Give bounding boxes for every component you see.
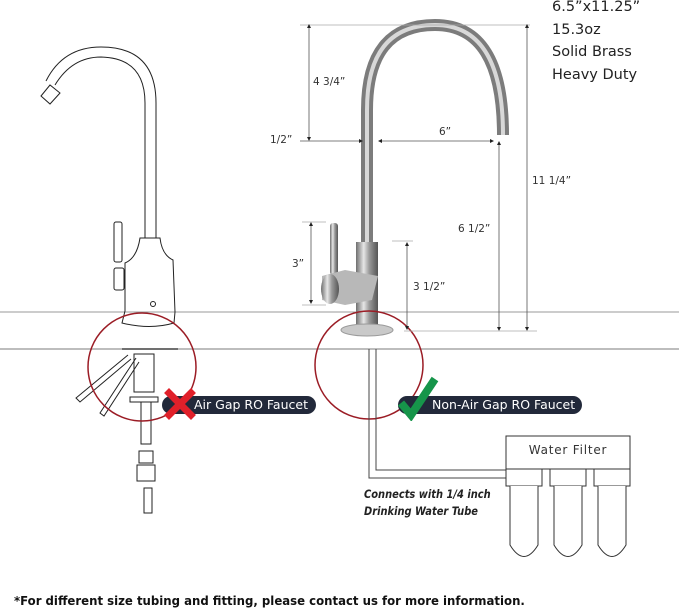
check-icon bbox=[397, 376, 439, 421]
tube-note-line2: Drinking Water Tube bbox=[364, 504, 479, 518]
air-gap-label: Air Gap RO Faucet bbox=[162, 396, 316, 414]
countertop-lines bbox=[0, 311, 679, 350]
non-air-gap-faucet-image bbox=[321, 18, 509, 337]
drinking-water-tube bbox=[368, 349, 506, 479]
spec-size: 6.5”x11.25” bbox=[552, 0, 641, 15]
product-specs: 6.5”x11.25” 15.3oz Solid Brass Heavy Dut… bbox=[552, 0, 640, 86]
water-filter-drawing bbox=[505, 435, 631, 557]
cross-icon bbox=[164, 388, 196, 420]
air-gap-faucet-drawing bbox=[40, 46, 178, 514]
air-gap-highlight-circle bbox=[87, 312, 197, 422]
tube-note: Connects with 1/4 inch Drinking Water Tu… bbox=[364, 486, 491, 520]
water-filter-label: Water Filter bbox=[528, 443, 608, 457]
spec-material: Solid Brass bbox=[552, 44, 632, 60]
dim-handle-height: 3” bbox=[292, 258, 305, 270]
dim-total-height: 11 1/4” bbox=[532, 175, 572, 187]
footnote: *For different size tubing and fitting, … bbox=[14, 593, 525, 608]
dim-spout-height: 4 3/4” bbox=[313, 76, 346, 88]
dim-spout-diameter: 1/2” bbox=[270, 134, 293, 146]
non-air-gap-label: Non-Air Gap RO Faucet bbox=[398, 396, 582, 414]
spec-grade: Heavy Duty bbox=[552, 66, 638, 83]
dim-spout-clearance: 6 1/2” bbox=[458, 223, 491, 235]
spec-weight: 15.3oz bbox=[552, 21, 601, 38]
tube-note-line1: Connects with 1/4 inch bbox=[364, 487, 491, 501]
dimension-lines bbox=[300, 24, 537, 332]
dim-spout-reach: 6” bbox=[439, 126, 452, 138]
dim-base-height: 3 1/2” bbox=[413, 281, 446, 293]
